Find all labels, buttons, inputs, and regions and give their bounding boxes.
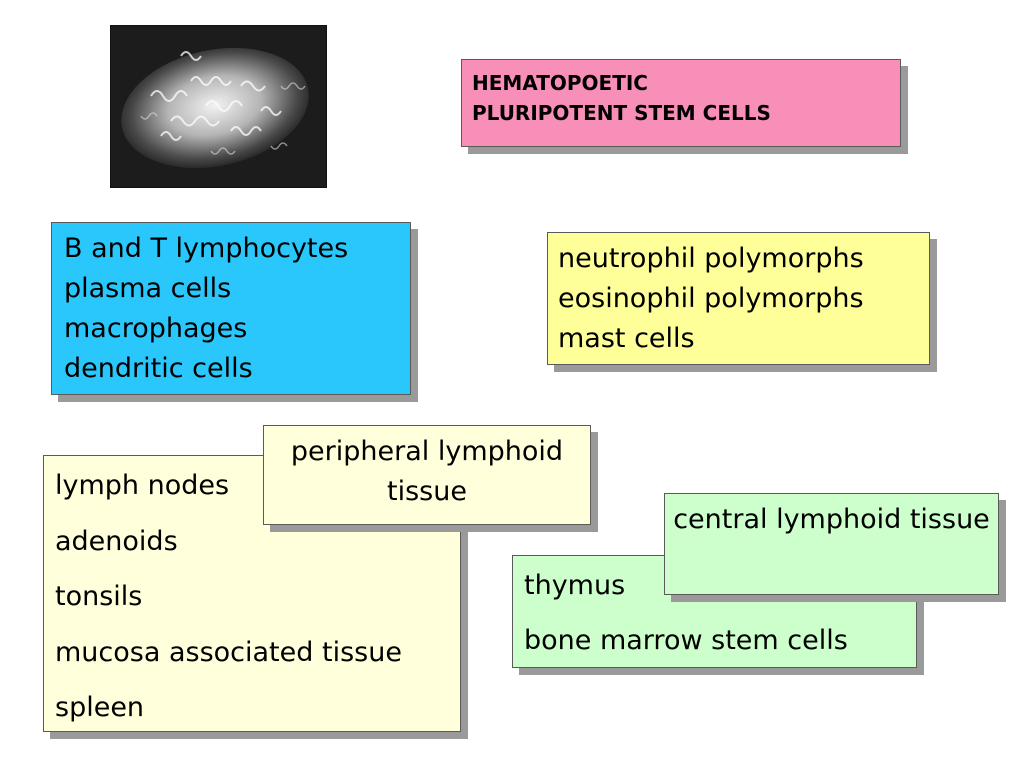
list-item: lymph nodes xyxy=(55,470,230,501)
list-item: mucosa associated tissue xyxy=(55,636,402,668)
list-item: dendritic cells xyxy=(64,353,253,384)
central-tissue-label: central lymphoid tissue xyxy=(664,493,999,595)
granulocytes-box: neutrophil polymorphs eosinophil polymor… xyxy=(547,232,930,365)
list-item: thymus xyxy=(524,570,626,601)
peripheral-label-text: peripheral lymphoid tissue xyxy=(290,436,564,507)
peripheral-tissue-label: peripheral lymphoid tissue xyxy=(263,425,591,525)
list-item: B and T lymphocytes xyxy=(64,233,349,264)
list-item: tonsils xyxy=(55,581,143,612)
stem-cells-title-box: HEMATOPOETIC PLURIPOTENT STEM CELLS xyxy=(461,59,901,147)
list-item: eosinophil polymorphs xyxy=(558,283,864,314)
title-line: PLURIPOTENT STEM CELLS xyxy=(472,101,771,125)
list-item: spleen xyxy=(55,692,145,723)
list-item: macrophages xyxy=(64,313,248,344)
immune-cells-box: B and T lymphocytes plasma cells macroph… xyxy=(51,222,411,395)
central-label-text: central lymphoid tissue xyxy=(673,504,990,535)
stem-cell-image xyxy=(111,26,326,187)
list-item: neutrophil polymorphs xyxy=(558,243,864,274)
peripheral-tissue-list: lymph nodes adenoids tonsils mucosa asso… xyxy=(43,455,461,732)
list-item: bone marrow stem cells xyxy=(524,625,848,656)
title-line: HEMATOPOETIC xyxy=(472,71,648,95)
list-item: mast cells xyxy=(558,323,695,354)
list-item: adenoids xyxy=(55,525,178,557)
list-item: plasma cells xyxy=(64,273,232,304)
stem-cell-micrograph xyxy=(110,25,327,188)
